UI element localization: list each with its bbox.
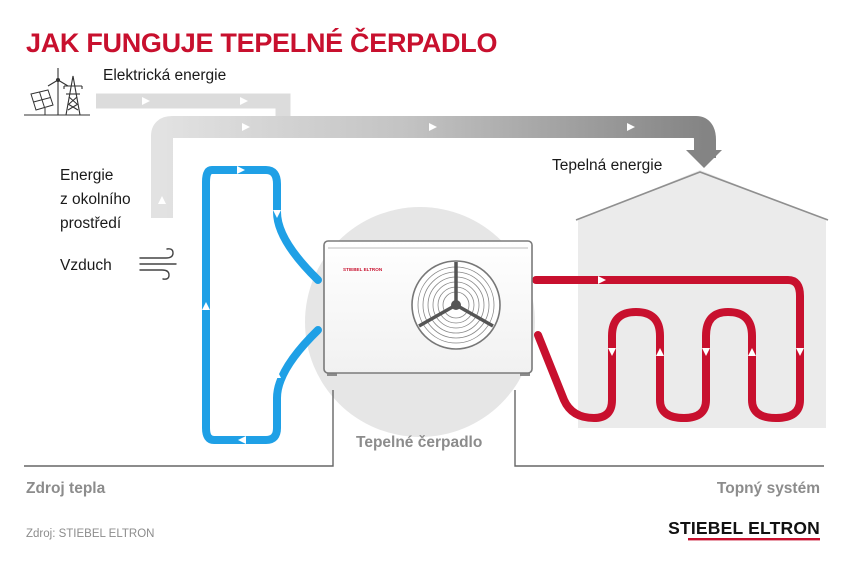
heating-loop — [532, 276, 804, 422]
brand-logo: STIEBEL ELTRON — [668, 518, 820, 541]
fan-icon — [411, 260, 501, 350]
power-pylon-icon — [24, 75, 90, 116]
unit-brand-label: STIEBEL ELTRON — [343, 267, 383, 272]
band-arrow — [240, 97, 248, 105]
band-arrow — [627, 123, 635, 131]
env-energy-label-line2: z okolního — [60, 191, 131, 208]
thermal-energy-label: Tepelná energie — [552, 157, 662, 174]
wind-air-icon — [139, 248, 177, 280]
wind-turbine-icon — [47, 68, 69, 115]
electric-energy-label: Elektrická energie — [103, 67, 226, 84]
band-arrow — [429, 123, 437, 131]
heat-pump-unit: STIEBEL ELTRON — [323, 240, 533, 376]
solar-panel-icon — [30, 89, 54, 116]
source-connector-line — [24, 390, 334, 467]
band-arrow — [142, 97, 150, 105]
page-title: JAK FUNGUJE TEPELNÉ ČERPADLO — [26, 27, 497, 58]
env-energy-label-line1: Energie — [60, 167, 113, 184]
heating-system-label: Topný systém — [717, 480, 820, 497]
source-loop — [202, 166, 322, 444]
env-energy-label-line3: prostředí — [60, 215, 122, 232]
heat-pump-label: Tepelné čerpadlo — [356, 434, 482, 451]
house — [575, 170, 829, 428]
heat-source-label: Zdroj tepla — [26, 480, 106, 497]
band-arrow — [242, 123, 250, 131]
svg-text:STIEBEL ELTRON: STIEBEL ELTRON — [668, 518, 820, 538]
heating-connector-line — [514, 390, 824, 467]
energy-bands — [96, 93, 722, 218]
air-label: Vzduch — [60, 257, 112, 274]
band-arrow — [158, 196, 166, 204]
thermal-band-arrowhead — [686, 150, 722, 168]
source-credit: Zdroj: STIEBEL ELTRON — [26, 528, 154, 540]
